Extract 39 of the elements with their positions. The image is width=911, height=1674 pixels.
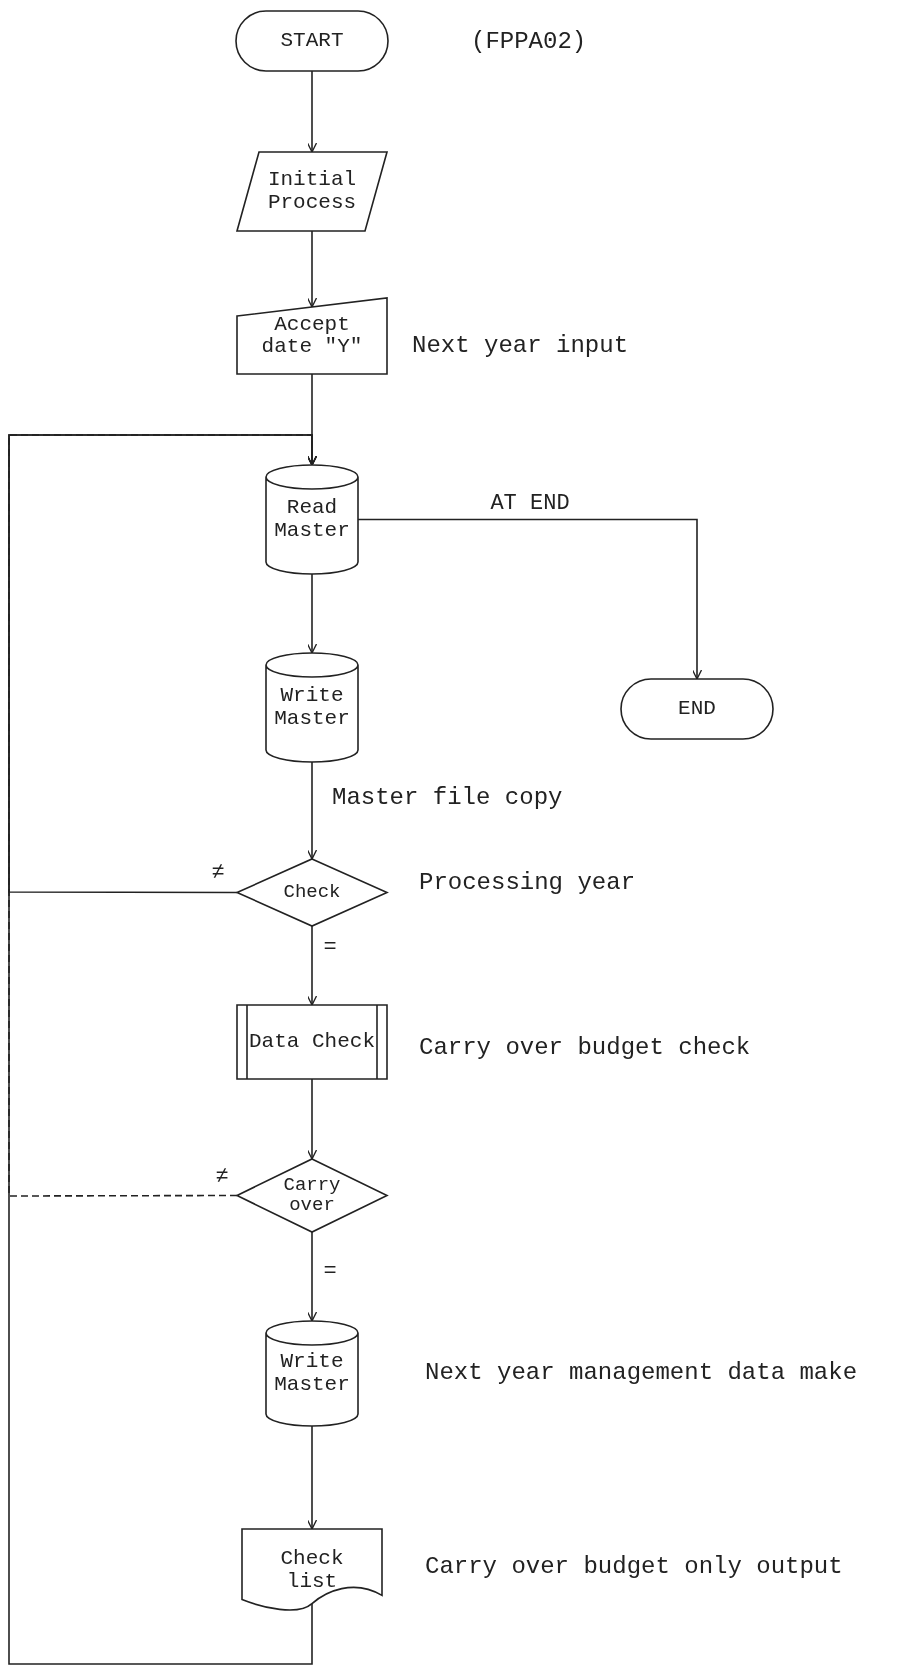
node-label: Data Check (249, 1030, 375, 1053)
annotation-text: Processing year (419, 868, 636, 896)
arrow (306, 925, 318, 1006)
arrow (8, 434, 318, 1665)
decision-diamond (237, 859, 387, 926)
node-label: Carry over (282, 1175, 342, 1216)
predefined-process-box (237, 1005, 387, 1079)
arrow (306, 70, 318, 153)
terminal-shape (621, 679, 773, 739)
input-output-parallelogram (237, 152, 387, 231)
arrow (306, 1078, 318, 1160)
arrow (306, 230, 318, 308)
arrow (306, 573, 318, 654)
annotation-text: Master file copy (332, 783, 563, 811)
arrow (306, 1425, 318, 1530)
decision-diamond (237, 1159, 387, 1232)
manual-input-shape (237, 298, 387, 374)
disk-storage-cylinder (266, 465, 358, 574)
document-shape (242, 1529, 382, 1612)
arrow (306, 761, 318, 860)
arrow (357, 518, 703, 680)
annotation-text: Carry over budget check (419, 1033, 751, 1061)
node-label: START (280, 29, 344, 52)
disk-storage-cylinder (266, 653, 358, 762)
annotation-text: (FPPA02) (471, 27, 587, 55)
node-label: Initial Process (266, 169, 358, 214)
node-label: Write Master (273, 1351, 351, 1396)
node-label: Check (283, 882, 341, 903)
terminal-shape (236, 11, 388, 71)
arrow (306, 1231, 318, 1322)
annotation-text: Next year management data make (425, 1358, 858, 1386)
disk-storage-cylinder (266, 1321, 358, 1426)
node-label: Read Master (273, 497, 351, 542)
node-label: Check list (279, 1548, 345, 1593)
node-label: END (678, 697, 716, 720)
annotation-text: Next year input (412, 331, 629, 359)
annotation-text: Carry over budget only output (425, 1552, 843, 1580)
node-label: Write Master (273, 685, 351, 730)
node-label: Accept date "Y" (260, 313, 364, 359)
